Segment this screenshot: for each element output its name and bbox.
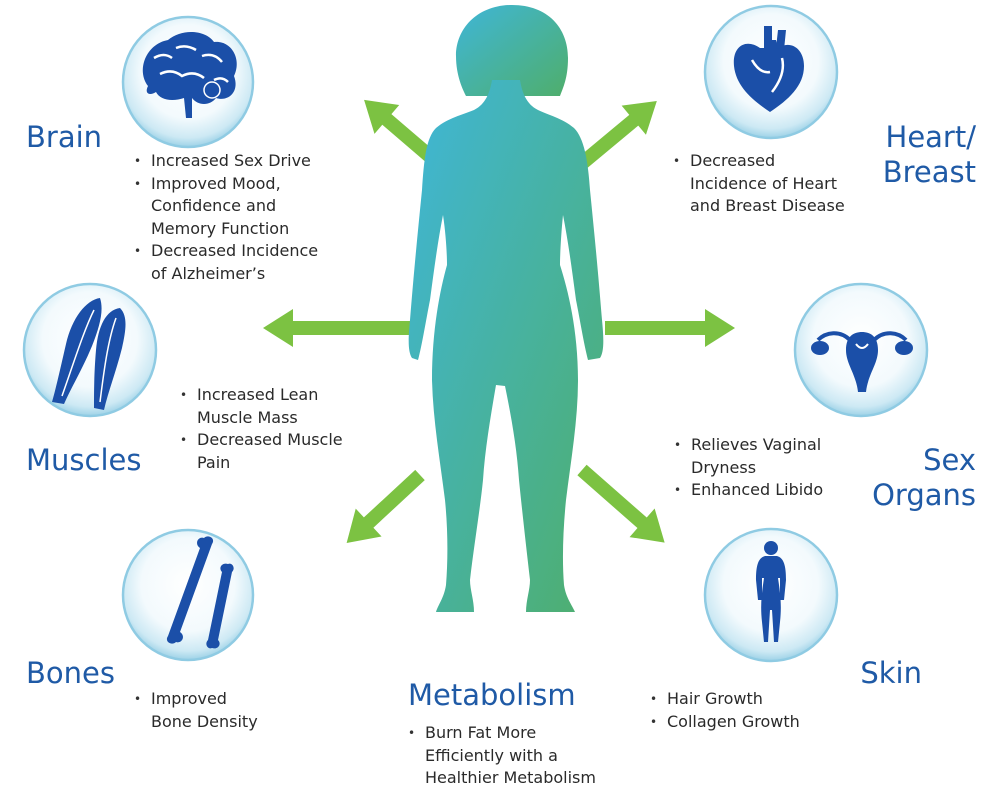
bullets-sex-organs: Relieves Vaginal Dryness Enhanced Libido	[674, 434, 823, 502]
label-sex-organs: Sex Organs	[872, 443, 976, 512]
figure-hair	[456, 5, 568, 96]
arrow-bones	[346, 469, 425, 543]
label-muscles: Muscles	[26, 443, 142, 477]
bullet-item: Improved Mood, Confidence and Memory Fun…	[134, 173, 318, 241]
bullets-metabolism: Burn Fat More Efficiently with a Healthi…	[408, 722, 596, 790]
arrow-skin	[577, 464, 665, 543]
bone-icon	[166, 536, 234, 649]
arrow-muscles	[263, 309, 413, 347]
bullets-muscles: Increased Lean Muscle Mass Decreased Mus…	[180, 384, 343, 474]
bullets-bones: Improved Bone Density	[134, 688, 258, 733]
brain-icon	[142, 31, 237, 118]
bullet-item: Decreased Incidence of Alzheimer’s	[134, 240, 318, 285]
uterus-icon	[811, 331, 913, 392]
bullet-item: Increased Lean Muscle Mass	[180, 384, 343, 429]
bullets-heart: Decreased Incidence of Heart and Breast …	[673, 150, 845, 218]
label-metabolism: Metabolism	[408, 678, 576, 712]
heart-icon	[733, 26, 804, 112]
arrow-heart	[575, 100, 657, 171]
bullet-item: Collagen Growth	[650, 711, 800, 734]
bullets-skin: Hair Growth Collagen Growth	[650, 688, 800, 733]
bullet-item: Enhanced Libido	[674, 479, 823, 502]
arrow-sex-organs	[605, 309, 735, 347]
muscle-icon	[52, 298, 126, 410]
bullet-item: Relieves Vaginal Dryness	[674, 434, 823, 479]
bullet-item: Improved Bone Density	[134, 688, 258, 733]
bullet-item: Decreased Incidence of Heart and Breast …	[673, 150, 845, 218]
female-figure	[408, 5, 604, 612]
bullet-item: Decreased Muscle Pain	[180, 429, 343, 474]
label-bones: Bones	[26, 656, 115, 690]
arrow-brain	[364, 99, 445, 171]
bullet-item: Increased Sex Drive	[134, 150, 318, 173]
body-silhouette-icon	[756, 541, 786, 642]
bullet-item: Hair Growth	[650, 688, 800, 711]
label-heart-breast: Heart/ Breast	[882, 120, 976, 189]
bullets-brain: Increased Sex Drive Improved Mood, Confi…	[134, 150, 318, 285]
bullet-item: Burn Fat More Efficiently with a Healthi…	[408, 722, 596, 790]
figure-body	[408, 80, 604, 612]
label-skin: Skin	[860, 656, 922, 690]
label-brain: Brain	[26, 120, 103, 154]
